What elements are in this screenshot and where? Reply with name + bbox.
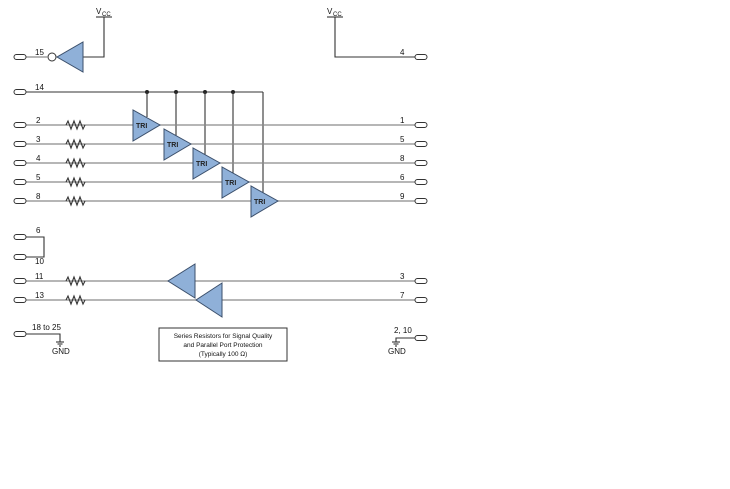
- connector-pin: [13, 54, 27, 60]
- resistor: [65, 176, 86, 188]
- connector-pin: [13, 254, 27, 260]
- diagram-label: 7: [400, 291, 405, 300]
- diagram-label: 9: [400, 192, 405, 201]
- data-lines: [26, 124, 415, 301]
- diagram-label: 11: [35, 272, 44, 281]
- diagram-label: 1: [400, 116, 405, 125]
- vcc-left: V CC: [83, 7, 112, 58]
- resistor: [65, 195, 86, 207]
- diagram-shape: [47, 52, 57, 62]
- tri-buffer-4: TRI: [221, 166, 251, 199]
- diagram-label: 3: [400, 272, 405, 281]
- diagram-shape: [26, 333, 61, 342]
- connector-pin: [414, 141, 428, 147]
- connector-pin: [414, 122, 428, 128]
- connector-pin: [13, 331, 27, 337]
- ground-right: GND: [388, 337, 415, 356]
- connector-pin: [414, 198, 428, 204]
- diagram-label: 5: [36, 173, 41, 182]
- connector-pin: [13, 278, 27, 284]
- diagram-label: 18 to 25: [32, 323, 61, 332]
- diagram-label: 8: [400, 154, 405, 163]
- receiver-buffers: [167, 263, 223, 318]
- diagram-label: TRI: [196, 161, 207, 168]
- diagram-label: 5: [400, 135, 405, 144]
- connector-pin: [414, 54, 428, 60]
- resistor: [65, 138, 86, 150]
- diagram-label: 6: [400, 173, 405, 182]
- resistor: [65, 119, 86, 131]
- diagram-label: and Parallel Port Protection: [183, 342, 263, 349]
- ground-left: GND: [26, 333, 70, 356]
- tri-buffer-1: TRI: [132, 109, 162, 142]
- diagram-label: CC: [333, 12, 342, 18]
- diagram-label: 4: [400, 48, 405, 57]
- diagram-label: 4: [36, 154, 41, 163]
- diagram-shape: [26, 236, 45, 258]
- connector-pin: [158, 327, 288, 362]
- right-connectors: 4 1 5 8 6 9 3 7 2, 10: [394, 48, 428, 341]
- left-connectors: 15 14 2 3 4 5 8 6 10 11 13 18 to 25: [13, 48, 61, 337]
- connector-pin: [414, 278, 428, 284]
- connector-pin: [13, 122, 27, 128]
- tristate-buffers: TRI TRI TRI TRI TRI: [132, 109, 280, 218]
- connector-pin: [13, 297, 27, 303]
- diagram-label: TRI: [136, 123, 147, 130]
- series-resistors: [65, 119, 86, 306]
- inverter-buffer: [26, 41, 84, 73]
- diagram-shape: [334, 17, 415, 58]
- diagram-label: V: [96, 7, 102, 16]
- diagram-label: GND: [388, 347, 406, 356]
- diagram-shape: [83, 17, 105, 58]
- diagram-shape: [163, 128, 193, 161]
- connector-pin: [414, 335, 428, 341]
- diagram-label: 8: [36, 192, 41, 201]
- diagram-label: 15: [35, 48, 44, 57]
- resistor: [65, 157, 86, 169]
- diagram-shape: [132, 109, 162, 142]
- connector-pin: [13, 141, 27, 147]
- diagram-shape: [395, 337, 415, 342]
- connector-pin: [13, 89, 27, 95]
- connector-pin: [13, 234, 27, 240]
- tri-buffer-5: TRI: [250, 185, 280, 218]
- diagram-label: 3: [36, 135, 41, 144]
- note-box: Series Resistors for Signal Quality and …: [158, 327, 288, 362]
- diagram-label: 13: [35, 291, 44, 300]
- diagram-label: CC: [102, 12, 111, 18]
- diagram-label: TRI: [167, 142, 178, 149]
- enable-line: [26, 90, 264, 193]
- diagram-label: TRI: [254, 199, 265, 206]
- connector-pin: [13, 160, 27, 166]
- diagram-shape: [221, 166, 251, 199]
- diagram-label: 14: [35, 83, 44, 92]
- connector-pin: [414, 179, 428, 185]
- diagram-label: TRI: [225, 180, 236, 187]
- connector-pin: [13, 198, 27, 204]
- connector-pin: [414, 160, 428, 166]
- connector-pin: [414, 297, 428, 303]
- diagram-label: Series Resistors for Signal Quality: [174, 333, 273, 340]
- diagram-label: V: [327, 7, 333, 16]
- tri-buffer-3: TRI: [192, 147, 222, 180]
- diagram-label: (Typically 100 Ω): [199, 351, 248, 358]
- connector-pin: [13, 179, 27, 185]
- diagram-label: 2: [36, 116, 41, 125]
- diagram-shape: [55, 41, 84, 73]
- receiver-1: [167, 263, 196, 299]
- diagram-shape: [192, 147, 222, 180]
- tri-buffer-2: TRI: [163, 128, 193, 161]
- diagram-label: 10: [35, 257, 44, 266]
- diagram-label: 2, 10: [394, 326, 412, 335]
- diagram-label: GND: [52, 347, 70, 356]
- diagram-label: 6: [36, 226, 41, 235]
- resistor: [65, 275, 86, 287]
- diagram-shape: [250, 185, 280, 218]
- vcc-right: V CC: [327, 7, 415, 58]
- receiver-2: [195, 282, 223, 318]
- resistor: [65, 294, 86, 306]
